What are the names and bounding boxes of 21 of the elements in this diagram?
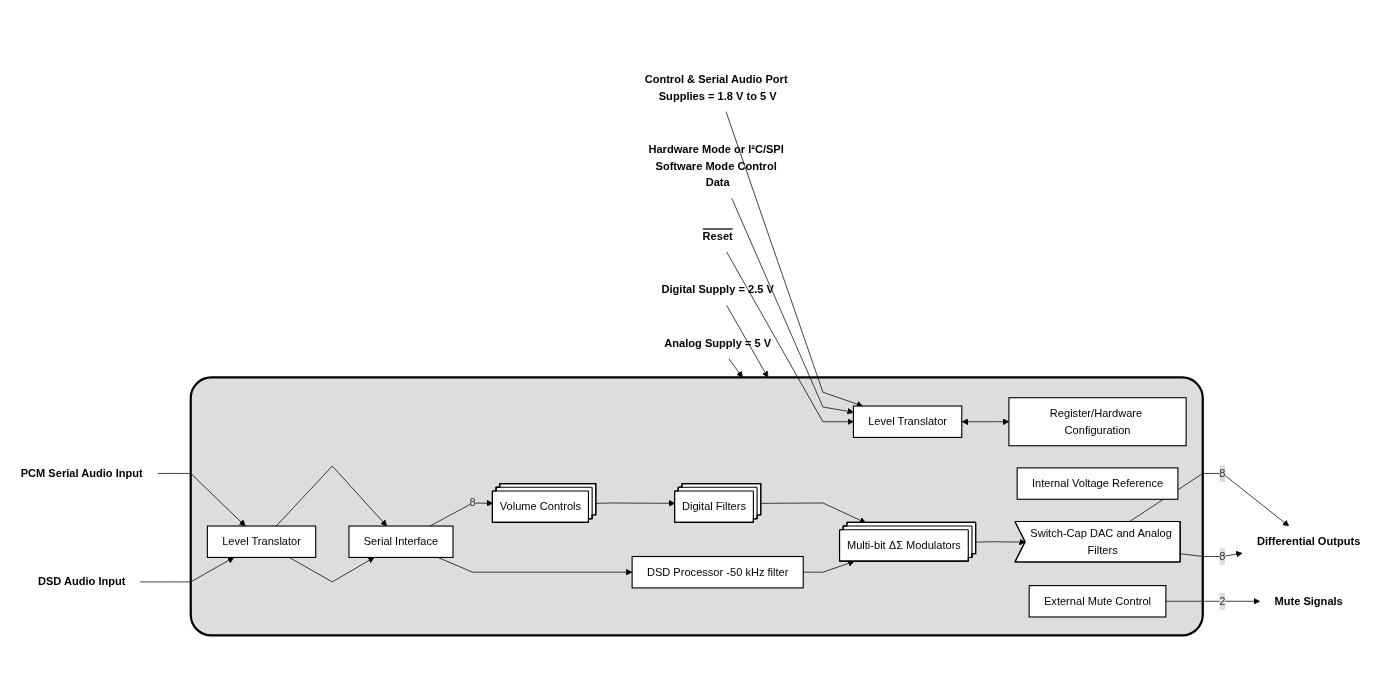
node-text: Digital Supply = 2.5 V	[661, 282, 774, 296]
edge-label: 8	[1219, 466, 1226, 480]
node-text: Reset	[702, 229, 733, 242]
node-box: Internal Voltage Reference	[1016, 467, 1179, 500]
edge-label: 8	[1219, 549, 1226, 563]
node-text: PCM Serial Audio Input	[20, 466, 143, 480]
cluster	[189, 376, 1204, 637]
node-box: Level Translator	[206, 525, 317, 558]
edge-label: 8	[469, 496, 476, 509]
node-text: DSD Audio Input	[37, 575, 126, 588]
node-text: Hardware Mode or I²C/SPI Software Mode Control Data	[648, 142, 784, 189]
node-box: Level Translator	[852, 405, 963, 438]
node-text: Mute Signals	[1274, 594, 1343, 607]
node-text: Differential Outputs	[1256, 534, 1361, 548]
node-text: Analog Supply = 5 V	[664, 336, 772, 349]
node-box: External Mute Control	[1028, 585, 1167, 618]
node-box: Serial Interface	[348, 525, 454, 558]
node-text: Control & Serial Audio Port Supplies = 1.8 V to 5 V	[644, 72, 788, 102]
node-box: DSD Processor -50 kHz filter	[631, 555, 804, 589]
edge-label: 2	[1219, 594, 1226, 607]
node-box: Register/Hardware Configuration	[1008, 397, 1187, 447]
